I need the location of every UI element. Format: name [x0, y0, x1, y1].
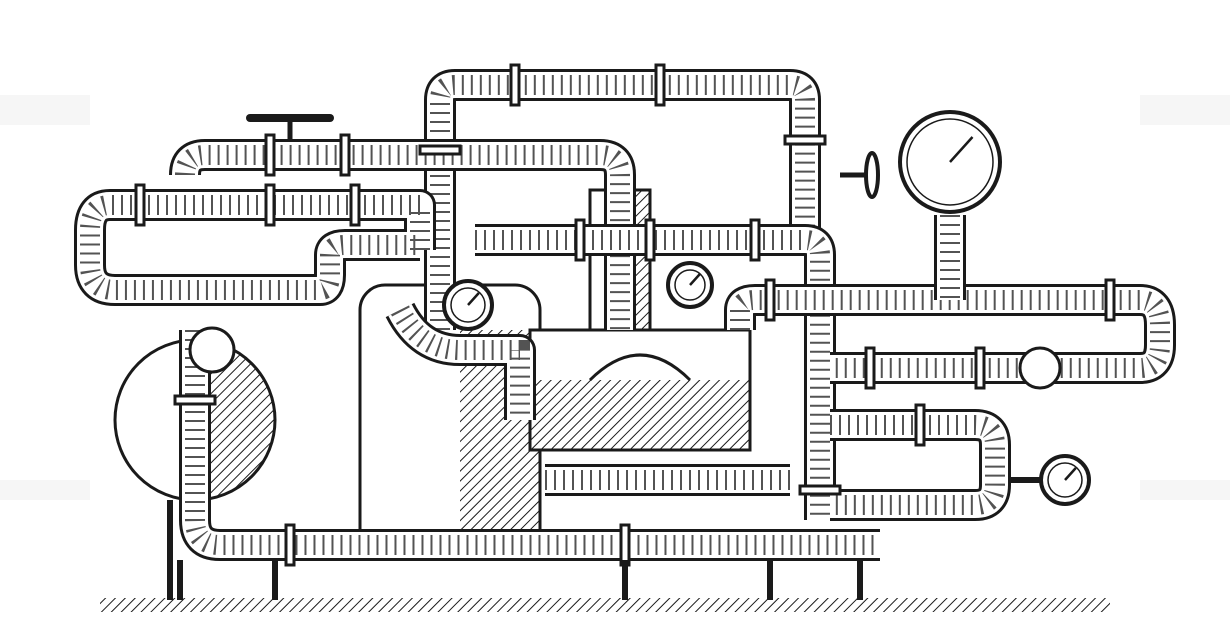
left-tank-shading: [195, 340, 275, 500]
pipe-ribbing: [730, 290, 1170, 378]
pipe-flange: [1104, 278, 1116, 322]
fixtures: [134, 63, 1116, 600]
gauge-needle: [467, 292, 480, 306]
gauge-dial: [906, 118, 994, 206]
pipe-flange: [284, 523, 296, 567]
pipe-flange: [654, 63, 666, 107]
gauge-dial: [1047, 462, 1083, 498]
pipe-flange: [173, 394, 217, 406]
gauge-needle: [949, 136, 974, 163]
boiler-shading: [530, 380, 750, 450]
pipe-flange: [509, 63, 521, 107]
pipe-flange: [349, 183, 361, 227]
pipe-flange: [974, 346, 986, 390]
pipe-flange: [864, 346, 876, 390]
pipe-ribbing: [475, 230, 830, 520]
ground: [100, 598, 1110, 612]
pipe-body: [388, 303, 533, 420]
pipe-body: [727, 287, 1173, 381]
pipe-body: [427, 72, 818, 330]
gauge-needle: [689, 273, 701, 286]
pipe-flange: [574, 218, 586, 262]
pipes: [74, 69, 1176, 561]
valve-wheel-icon: [864, 151, 880, 199]
pipe-flange: [764, 278, 776, 322]
pipe-flange: [418, 144, 462, 156]
pipe-flange: [134, 183, 146, 227]
gauge-dial: [674, 269, 706, 301]
pipe-body: [77, 192, 433, 303]
valve-wheel-icon: [188, 326, 236, 374]
pipe-flange: [749, 218, 761, 262]
watermark: [0, 95, 1230, 500]
pipe-flange: [619, 523, 631, 567]
pipe-body: [830, 412, 1008, 518]
valve-wheel-icon: [1018, 346, 1062, 390]
pipe-flange: [783, 134, 827, 146]
pipe-flange: [264, 133, 276, 177]
gauge-dial: [450, 287, 486, 323]
pipe-flange: [914, 403, 926, 447]
pipe-flange: [798, 484, 842, 496]
pipe-ribbing: [830, 415, 1005, 515]
gauge-needle: [1064, 467, 1077, 481]
pipe-body: [172, 142, 633, 330]
pipe-flange: [644, 218, 656, 262]
pipe-flange: [339, 133, 351, 177]
pipe-flange: [264, 183, 276, 227]
sight-glass: [588, 353, 692, 382]
pipe-ribbing: [185, 330, 880, 555]
